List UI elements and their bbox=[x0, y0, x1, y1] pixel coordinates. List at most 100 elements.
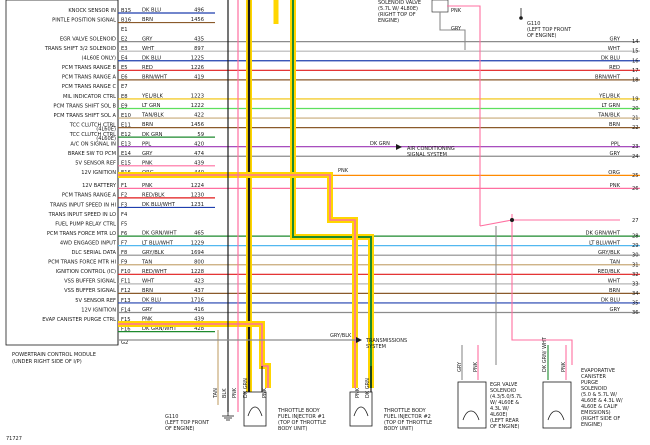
dk-grn-inj2-label: DK GRN bbox=[365, 378, 371, 398]
svg-text:(LEFT TOP FRONT: (LEFT TOP FRONT bbox=[165, 420, 210, 426]
wire-color-label: BRN bbox=[142, 122, 153, 128]
egr-top-label: SOLENOID VALVE (5.7L W/ 4L80E) (RIGHT TO… bbox=[378, 0, 421, 24]
svg-text:(TOP OF THROTTLE: (TOP OF THROTTLE bbox=[384, 420, 432, 426]
svg-text:SOLENOID VALVE: SOLENOID VALVE bbox=[378, 0, 421, 6]
pin-label: E6 bbox=[121, 75, 128, 81]
wire-dest-number: 25 bbox=[632, 173, 639, 179]
pin-label: F9 bbox=[121, 260, 127, 266]
wire-circuit-number: 422 bbox=[194, 113, 204, 119]
pcm-circuit-label: TCC CLUTCH CTRL bbox=[69, 122, 116, 128]
wire-dest-color: GRY/BLK bbox=[598, 250, 621, 256]
pin-label: E1 bbox=[121, 27, 128, 33]
wire-dest-number: 17 bbox=[632, 68, 639, 74]
wire-circuit-number: 1225 bbox=[191, 55, 204, 61]
wire-circuit-number: 1456 bbox=[191, 17, 204, 23]
pcm-circuit-label: 5V SENSOR REF bbox=[75, 161, 116, 167]
wire-dest-number: 18 bbox=[632, 77, 639, 83]
svg-text:W/ 4L60E &: W/ 4L60E & bbox=[490, 400, 519, 406]
wire-dest-color: BRN bbox=[609, 288, 620, 294]
svg-text:AIR CONDITIONING: AIR CONDITIONING bbox=[407, 146, 455, 152]
wire-color-label: PNK bbox=[142, 183, 153, 189]
svg-text:(LEFT TOP FRONT: (LEFT TOP FRONT bbox=[527, 27, 572, 33]
wire-dest-number: 20 bbox=[632, 106, 639, 112]
svg-text:EVAPORATIVE: EVAPORATIVE bbox=[581, 368, 615, 374]
svg-text:TRANSMISSIONS: TRANSMISSIONS bbox=[365, 338, 407, 344]
wire-color-label: WHT bbox=[142, 278, 155, 284]
pcm-circuit-label: PCM TRANS FORCE MTR LO bbox=[47, 231, 116, 237]
wire-color-label: DK GRN/WHT bbox=[142, 231, 177, 237]
wire-color-label: LT BLU/WHT bbox=[142, 240, 174, 246]
svg-text:SOLENOID: SOLENOID bbox=[581, 386, 607, 392]
wire-circuit-number: 1222 bbox=[191, 103, 204, 109]
wire-dest-color: BRN bbox=[609, 122, 620, 128]
wire-circuit-number: 439 bbox=[194, 317, 204, 323]
wire-color-label: BRN bbox=[142, 17, 153, 23]
svg-text:SOLENOID: SOLENOID bbox=[490, 388, 516, 394]
wire-circuit-number: 435 bbox=[194, 36, 204, 42]
pin-label: E4 bbox=[121, 56, 128, 62]
svg-text:4L60E): 4L60E) bbox=[490, 412, 507, 418]
wire-color-label: RED/WHT bbox=[142, 269, 168, 275]
pin-label: B16 bbox=[121, 17, 131, 23]
pin-label: F8 bbox=[121, 250, 127, 256]
pin-label: E2 bbox=[121, 36, 128, 42]
wire-color-label: DK GRN bbox=[142, 132, 163, 138]
svg-text:OF ENGINE): OF ENGINE) bbox=[165, 426, 195, 432]
wire-circuit-number: 439 bbox=[194, 160, 204, 166]
wire-color-label: DK BLU/WHT bbox=[142, 202, 176, 208]
svg-text:(RIGHT SIDE OF: (RIGHT SIDE OF bbox=[581, 416, 620, 422]
wire-dest-color: DK GRN/WHT bbox=[586, 231, 621, 237]
pcm-circuit-label: (4L60E) bbox=[96, 127, 116, 133]
pin-label: E15 bbox=[121, 161, 131, 167]
fuel-injector-2 bbox=[349, 391, 373, 427]
svg-text:G110: G110 bbox=[527, 21, 540, 27]
wire-circuit-number: 800 bbox=[194, 259, 204, 265]
wire-circuit-number: 1228 bbox=[191, 269, 204, 275]
pin-label: E8 bbox=[121, 94, 128, 100]
evap-solenoid bbox=[542, 381, 572, 429]
wire-dest-number: 21 bbox=[632, 116, 639, 122]
wire-circuit-number: 416 bbox=[194, 307, 204, 313]
egr-bottom-label: EGR VALVE SOLENOID (4.3/5.0/5.7L W/ 4L60… bbox=[490, 382, 522, 430]
wire-dest-number: 34 bbox=[632, 291, 639, 297]
svg-text:BODY UNIT): BODY UNIT) bbox=[384, 426, 413, 432]
svg-text:SIGNAL SYSTEM: SIGNAL SYSTEM bbox=[407, 152, 447, 158]
pnk-v2-label: PNK bbox=[473, 361, 479, 372]
svg-text:4L60E & 4.3L W/: 4L60E & 4.3L W/ bbox=[581, 398, 623, 404]
pcm-circuit-label: 5V SENSOR REF bbox=[75, 298, 116, 304]
wire-dest-number: 23 bbox=[632, 144, 639, 150]
wire-color-label: DK BLU bbox=[142, 298, 161, 304]
svg-text:ENGINE): ENGINE) bbox=[378, 18, 399, 24]
pcm-circuit-label: PCM TRANS RANGE C bbox=[62, 84, 117, 90]
wire-circuit-number: 465 bbox=[194, 231, 204, 237]
wire-color-label: PNK bbox=[142, 160, 153, 166]
figure-id: 71727 bbox=[6, 436, 22, 442]
wire-color-label: BRN/WHT bbox=[142, 74, 168, 80]
wire-circuit-number: 1231 bbox=[191, 202, 204, 208]
wire-dest-color: TAN bbox=[609, 259, 620, 265]
pcm-circuit-label: 12V BATTERY bbox=[82, 183, 117, 189]
wire-dest-number: 30 bbox=[632, 253, 639, 259]
pnk-inj2-label: PNK bbox=[355, 387, 361, 398]
pcm-circuit-label: DLC SERIAL DATA bbox=[72, 250, 117, 256]
pcm-circuit-label: PCM TRANS FORCE MTR HI bbox=[48, 260, 116, 266]
pin-label: F5 bbox=[121, 221, 127, 227]
top-gry-label: GRY bbox=[451, 26, 462, 32]
injector-1-label: THROTTLE BODY FUEL INJECTOR #1 (TOP OF T… bbox=[277, 408, 326, 432]
ac-signal-label: AIR CONDITIONING SIGNAL SYSTEM bbox=[407, 146, 455, 158]
blk-v-label: BLK bbox=[222, 388, 228, 398]
pin-label: F4 bbox=[121, 212, 128, 218]
wire-circuit-number: 419 bbox=[194, 74, 204, 80]
wire-color-label: GRY bbox=[142, 307, 153, 313]
wire-circuit-number: 423 bbox=[194, 278, 204, 284]
pcm-circuit-label: BRAKE SW TO PCM bbox=[68, 151, 116, 157]
pcm-circuit-label: 12V IGNITION bbox=[81, 307, 116, 313]
wire-dest-color: PPL bbox=[611, 141, 620, 147]
wire-color-label: PNK bbox=[142, 317, 153, 323]
wire-dest-color: DK BLU bbox=[601, 298, 620, 304]
pcm-circuit-label: VSS BUFFER SIGNAL bbox=[64, 279, 116, 285]
pin-label: F14 bbox=[121, 307, 131, 313]
svg-text:ENGINE): ENGINE) bbox=[581, 422, 602, 428]
g110-bottom-label: G110 (LEFT TOP FRONT OF ENGINE) bbox=[165, 414, 210, 432]
